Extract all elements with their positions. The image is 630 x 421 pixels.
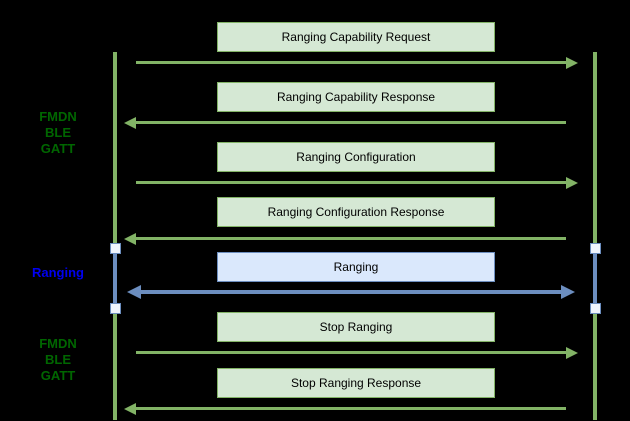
message-label: Stop Ranging Response bbox=[290, 376, 422, 390]
message-label: Ranging Configuration bbox=[296, 150, 416, 164]
message-label: Ranging Capability Response bbox=[276, 90, 436, 104]
message-box-ranging-configuration-response: Ranging Configuration Response bbox=[217, 197, 495, 227]
arrowhead-right-icon bbox=[561, 285, 575, 299]
ranging-end-marker-right bbox=[590, 303, 601, 314]
arrowhead-left-icon bbox=[124, 116, 136, 129]
section-label-line: FMDN bbox=[39, 336, 77, 351]
section-label-line: BLE bbox=[45, 125, 71, 140]
message-label: Ranging Configuration Response bbox=[267, 205, 445, 219]
message-box-ranging-capability-request: Ranging Capability Request bbox=[217, 22, 495, 52]
arrowhead-left-icon bbox=[127, 285, 141, 299]
message-label: Stop Ranging bbox=[319, 320, 393, 334]
right-lifeline bbox=[593, 52, 597, 420]
message-arrow-right bbox=[136, 346, 578, 359]
ranging-end-marker-left bbox=[110, 303, 121, 314]
arrowhead-right-icon bbox=[566, 56, 578, 69]
message-box-stop-ranging: Stop Ranging bbox=[217, 312, 495, 342]
message-arrow-right bbox=[136, 56, 578, 69]
left-lifeline bbox=[113, 52, 117, 420]
message-arrow-left bbox=[124, 116, 566, 129]
arrowhead-right-icon bbox=[566, 176, 578, 189]
section-label-line: GATT bbox=[40, 141, 76, 156]
section-label-line: Ranging bbox=[32, 265, 84, 280]
section-label-fmdn-ble-gatt-top: FMDN BLE GATT bbox=[18, 109, 98, 157]
arrowhead-left-icon bbox=[124, 232, 136, 245]
message-label: Ranging Capability Request bbox=[281, 30, 431, 44]
ranging-start-marker-left bbox=[110, 243, 121, 254]
message-box-ranging: Ranging bbox=[217, 252, 495, 282]
message-arrow-left bbox=[124, 402, 566, 415]
message-arrow-bidirectional bbox=[127, 285, 575, 299]
arrowhead-left-icon bbox=[124, 402, 136, 415]
section-label-line: BLE bbox=[45, 352, 71, 367]
section-label-fmdn-ble-gatt-bottom: FMDN BLE GATT bbox=[18, 336, 98, 384]
message-box-stop-ranging-response: Stop Ranging Response bbox=[217, 368, 495, 398]
message-box-ranging-capability-response: Ranging Capability Response bbox=[217, 82, 495, 112]
ranging-start-marker-right bbox=[590, 243, 601, 254]
section-label-ranging: Ranging bbox=[18, 265, 98, 281]
ranging-session-segment-right bbox=[593, 248, 597, 308]
arrowhead-right-icon bbox=[566, 346, 578, 359]
section-label-line: GATT bbox=[40, 368, 76, 383]
message-label: Ranging bbox=[333, 260, 379, 274]
section-label-line: FMDN bbox=[39, 109, 77, 124]
ranging-session-segment-left bbox=[113, 248, 117, 308]
message-arrow-left bbox=[124, 232, 566, 245]
message-arrow-right bbox=[136, 176, 578, 189]
message-box-ranging-configuration: Ranging Configuration bbox=[217, 142, 495, 172]
